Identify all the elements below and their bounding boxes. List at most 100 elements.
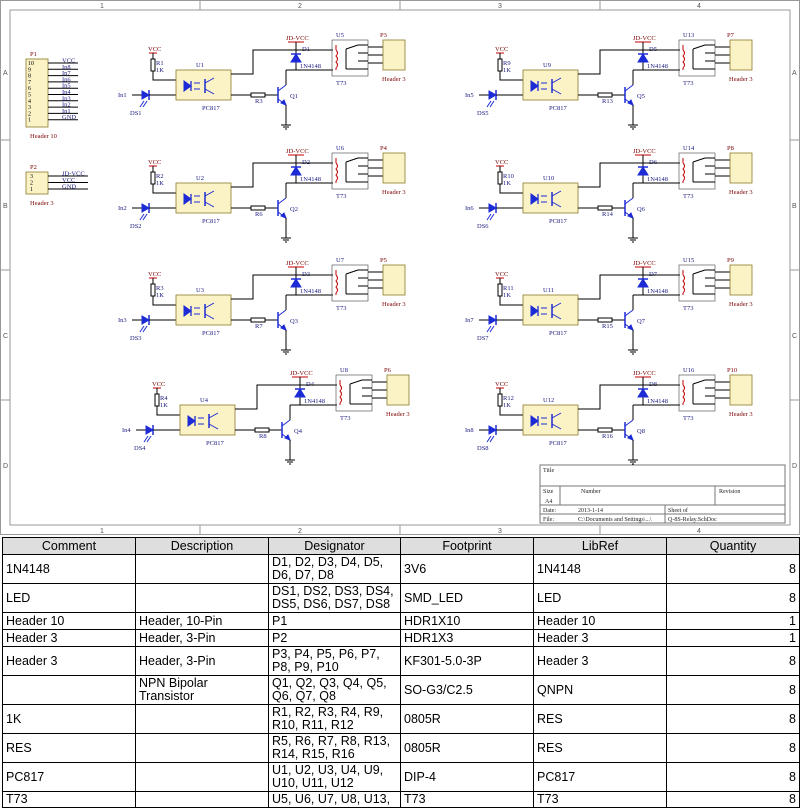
- bom-col-quantity: Quantity: [666, 537, 800, 555]
- bom-col-description: Description: [135, 537, 269, 555]
- p1-net-8: In1: [62, 108, 71, 115]
- p2-net-0: JD-VCC: [62, 171, 85, 178]
- diode-icon: [637, 278, 649, 288]
- terminal-designator: U8: [340, 367, 348, 374]
- bom-cell: 8: [666, 762, 800, 792]
- header-name: Header 3: [382, 189, 406, 196]
- bom-cell: [135, 554, 269, 584]
- jdvcc-label: JD-VCC: [290, 370, 313, 377]
- zone-row-d: D: [3, 463, 8, 470]
- optocoupler-icon: [522, 404, 579, 436]
- bom-cell: Header, 10-Pin: [135, 612, 269, 630]
- schematic-sheet: 1 2 3 4 1 2 3 4 A B C D A B C D P1 Heade…: [0, 0, 800, 535]
- npn-transistor-icon: [624, 419, 634, 441]
- header-designator: P10: [727, 367, 737, 374]
- bom-cell: RES: [533, 704, 667, 734]
- bom-col-comment: Comment: [2, 537, 136, 555]
- tb-date-value: 2013-1-14: [578, 508, 603, 514]
- vcc-label: VCC: [495, 159, 508, 166]
- r-pull-designator: R2: [156, 173, 164, 180]
- p1-net-2: In7: [62, 70, 71, 77]
- optocoupler-icon: [179, 404, 236, 436]
- r-pull-designator: R10: [503, 173, 514, 180]
- p1-net-0: VCC: [62, 58, 75, 65]
- bom-cell: Q1, Q2, Q3, Q4, Q5, Q6, Q7, Q8: [268, 675, 401, 705]
- led-icon: [486, 315, 498, 333]
- frame-zone-labels: 1 2 3 4 1 2 3 4 A B C D A B C D: [0, 0, 800, 535]
- optocoupler-icon: [175, 294, 232, 326]
- transistor-designator: Q4: [294, 428, 303, 435]
- diode-part: 1N4148: [647, 176, 668, 183]
- jdvcc-label: JD-VCC: [286, 35, 309, 42]
- npn-transistor-icon: [624, 309, 634, 331]
- diode-part: 1N4148: [300, 63, 321, 70]
- npn-transistor-icon: [624, 84, 634, 106]
- zone-row-b-right: B: [792, 203, 797, 210]
- r-base-designator: R7: [255, 323, 263, 330]
- bom-cell: 1: [666, 629, 800, 647]
- led-designator: DS3: [130, 335, 142, 342]
- r-pull-designator: R11: [503, 285, 514, 292]
- zone-col-1-bottom: 1: [100, 528, 104, 535]
- title-block: Title Size Number Revision A4 Date: 2013…: [539, 464, 786, 524]
- zone-row-a-right: A: [792, 70, 797, 77]
- npn-transistor-icon: [281, 419, 291, 441]
- vcc-label: VCC: [495, 46, 508, 53]
- r-base-designator: R8: [259, 433, 267, 440]
- led-icon: [139, 315, 151, 333]
- terminal-designator: U15: [683, 257, 694, 264]
- optocoupler-icon: [522, 182, 579, 214]
- r-base-designator: R13: [602, 98, 613, 105]
- r-pull-value: 1K: [503, 292, 511, 299]
- relay-channel: In8DS8VCCR121KU12PC817R16Q8JD-VCCD81N414…: [465, 367, 753, 465]
- p1-pin-2: 8: [28, 74, 31, 80]
- relay-channel: In1DS1VCCR11KU1PC817R3Q1JD-VCCD11N4148U5…: [118, 32, 406, 130]
- terminal-designator: U6: [336, 145, 345, 152]
- p1-ref: P1: [30, 51, 37, 58]
- r-pull-value: 1K: [156, 180, 164, 187]
- channel-input-label: In7: [465, 317, 474, 324]
- channel-input-label: In6: [465, 205, 474, 212]
- bom-cell: PC817: [2, 762, 136, 792]
- bom-cell: 3V6: [400, 554, 534, 584]
- relay-channel: In4DS4VCCR41KU4PC817R8Q4JD-VCCD41N4148U8…: [122, 367, 410, 465]
- header-designator: P6: [384, 367, 392, 374]
- terminal-part: T73: [683, 193, 693, 200]
- vcc-label: VCC: [148, 271, 161, 278]
- tb-title-label: Title: [543, 468, 554, 474]
- terminal-designator: U13: [683, 32, 694, 39]
- channel-input-label: In4: [122, 427, 131, 434]
- p2-pin-0: 3: [30, 174, 33, 180]
- led-icon: [139, 90, 151, 108]
- header-designator: P7: [727, 32, 735, 39]
- terminal-part: T73: [340, 415, 350, 422]
- vcc-label: VCC: [152, 381, 165, 388]
- channel-input-label: In5: [465, 92, 474, 99]
- transistor-designator: Q8: [637, 428, 645, 435]
- zone-col-3-bottom: 3: [498, 528, 502, 535]
- diode-part: 1N4148: [647, 288, 668, 295]
- channel-input-label: In2: [118, 205, 127, 212]
- bom-cell: [135, 704, 269, 734]
- opto-designator: U12: [543, 397, 554, 404]
- tb-drawn-label: Q-8S-Relay.SchDoc: [668, 517, 717, 523]
- header-name: Header 3: [729, 411, 753, 418]
- opto-part: PC817: [549, 105, 567, 112]
- diode-part: 1N4148: [304, 398, 325, 405]
- opto-part: PC817: [549, 440, 567, 447]
- vcc-label: VCC: [495, 381, 508, 388]
- bom-col-designator: Designator: [268, 537, 401, 555]
- p1-net-9: GND: [62, 114, 76, 121]
- opto-designator: U10: [543, 175, 554, 182]
- opto-part: PC817: [202, 218, 220, 225]
- zone-row-a: A: [3, 70, 8, 77]
- jdvcc-label: JD-VCC: [633, 370, 656, 377]
- r-base-designator: R16: [602, 433, 614, 440]
- channel-input-label: In1: [118, 92, 127, 99]
- transistor-designator: Q6: [637, 206, 646, 213]
- header-name: Header 3: [382, 76, 406, 83]
- jdvcc-label: JD-VCC: [286, 148, 309, 155]
- bom-cell: DIP-4: [400, 762, 534, 792]
